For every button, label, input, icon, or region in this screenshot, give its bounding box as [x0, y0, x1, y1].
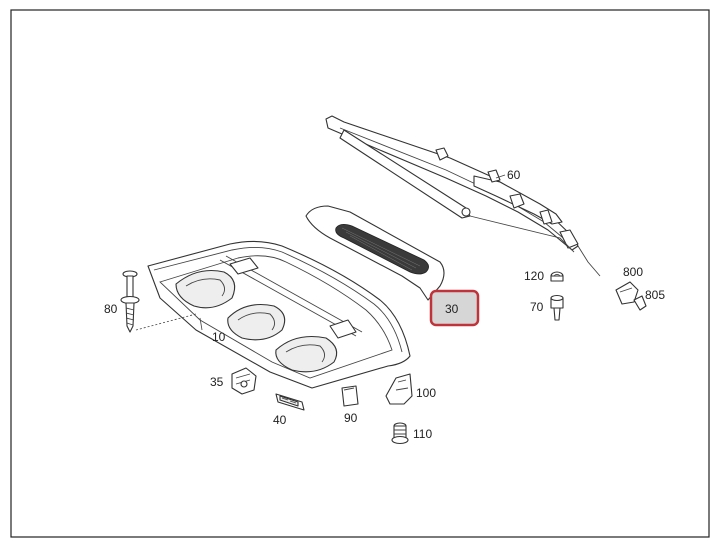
callout-30-highlight-box[interactable]: [429, 289, 480, 327]
leader-60: [495, 174, 506, 179]
callout-100[interactable]: 100: [416, 386, 436, 400]
part-90-block[interactable]: [341, 385, 359, 407]
part-30-brake-light-panel[interactable]: [305, 205, 445, 301]
callout-110[interactable]: 110: [413, 427, 432, 441]
part-80-push-rivet[interactable]: [120, 270, 140, 333]
callout-800[interactable]: 800: [623, 265, 643, 279]
part-805-clip[interactable]: [633, 295, 647, 311]
callout-120[interactable]: 120: [524, 269, 544, 283]
callout-805[interactable]: 805: [645, 288, 665, 302]
part-10-parcel-shelf[interactable]: [147, 240, 411, 389]
part-110-nut[interactable]: [391, 422, 409, 445]
callout-70[interactable]: 70: [530, 300, 544, 314]
callout-90[interactable]: 90: [344, 411, 358, 425]
part-70-bolt[interactable]: [550, 294, 564, 321]
callout-80[interactable]: 80: [104, 302, 118, 316]
part-100-mounting-bracket[interactable]: [385, 373, 413, 405]
part-40-clip[interactable]: [275, 393, 305, 411]
leader-10: [199, 317, 203, 331]
callout-40[interactable]: 40: [273, 413, 287, 427]
callout-35[interactable]: 35: [210, 375, 224, 389]
callout-10[interactable]: 10: [212, 330, 226, 344]
callout-30[interactable]: 30: [445, 302, 459, 316]
part-800-housing[interactable]: [615, 281, 639, 305]
part-60-hinge-strut[interactable]: [325, 115, 601, 277]
diagram-frame: [10, 9, 710, 538]
callout-60[interactable]: 60: [507, 168, 521, 182]
part-120-nut[interactable]: [550, 271, 564, 282]
part-35-bracket[interactable]: [231, 367, 257, 395]
